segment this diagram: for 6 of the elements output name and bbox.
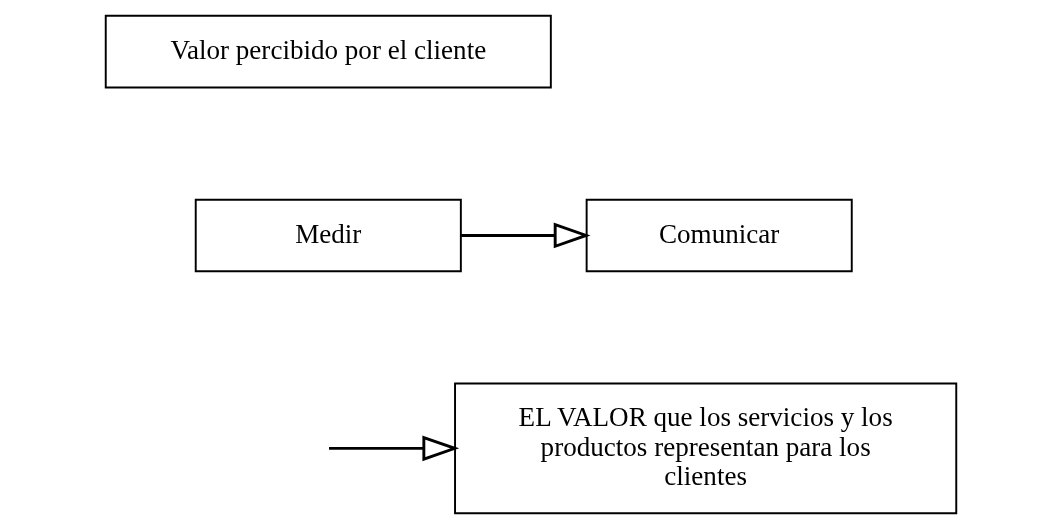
- node-box: Medir: [194, 198, 462, 273]
- node-box: Comunicar: [585, 198, 853, 273]
- arrow: [328, 435, 459, 462]
- node-box: Valor percibido por el cliente: [104, 14, 552, 89]
- node-box: EL VALOR que los servicios y los productos representan para los clientes: [453, 382, 957, 515]
- arrow: [460, 222, 590, 249]
